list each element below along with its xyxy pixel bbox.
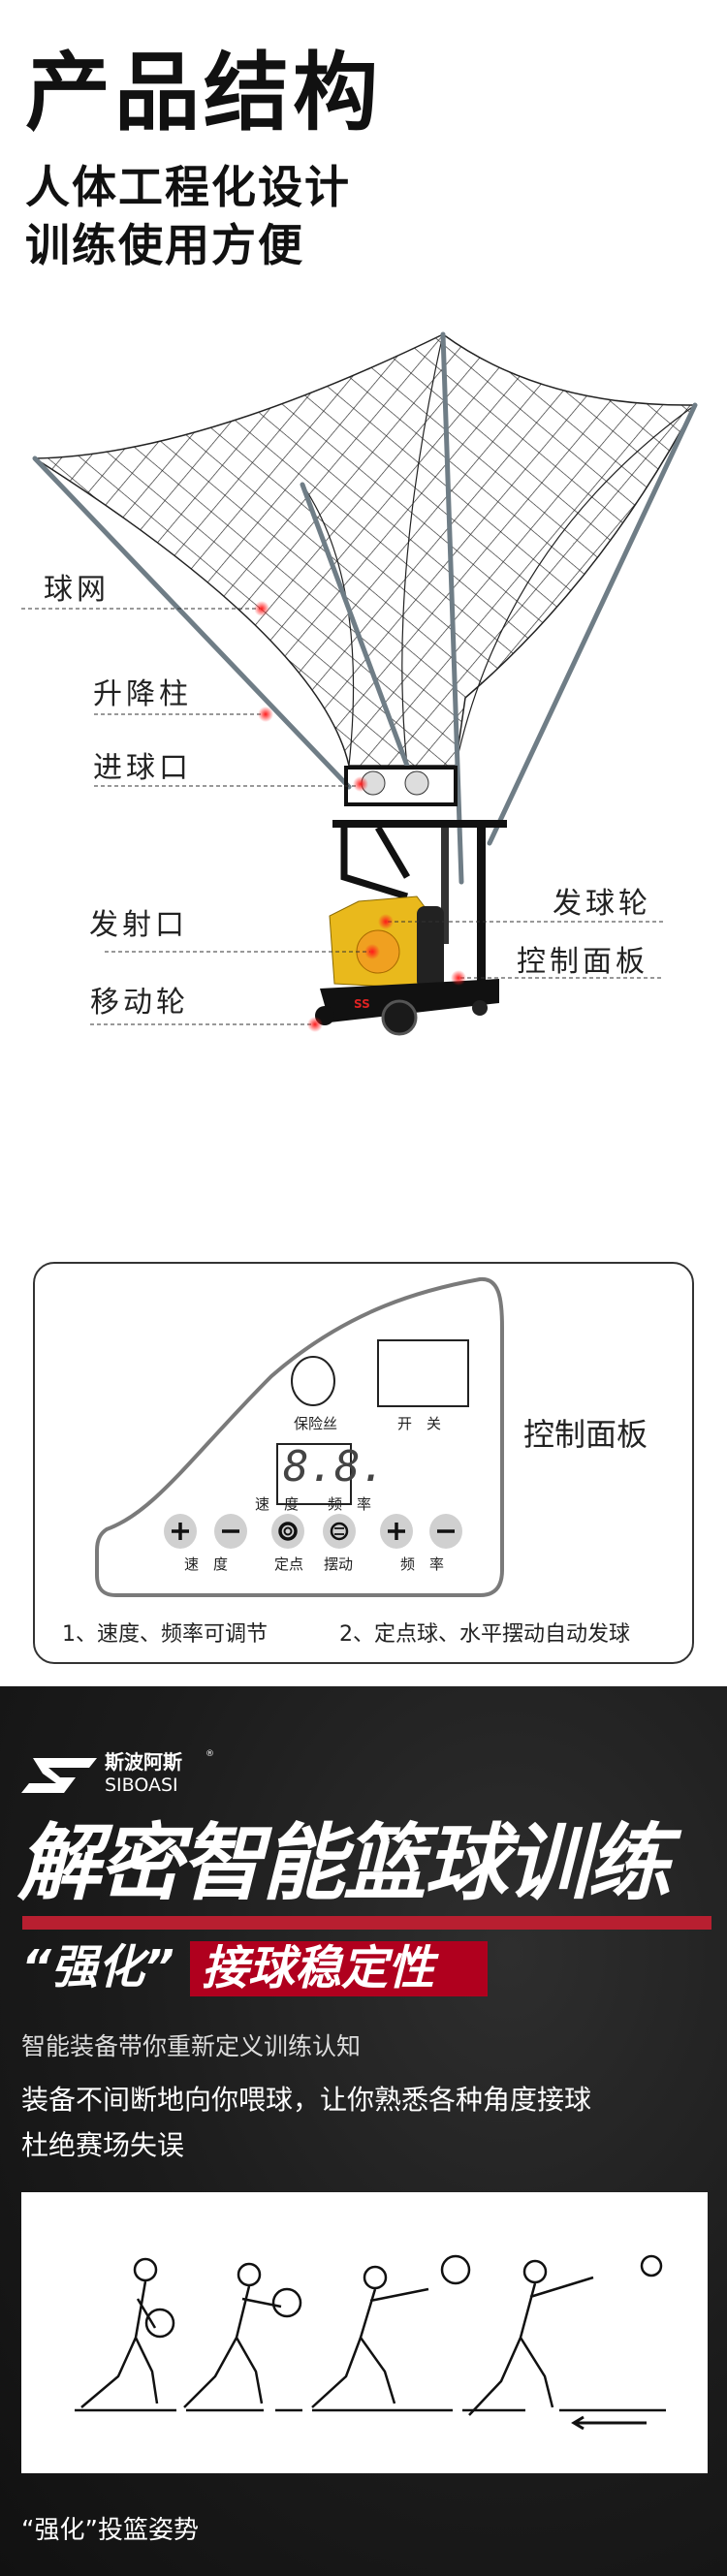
target-icon: [278, 1522, 298, 1541]
button-label-fixed: 定点: [274, 1555, 304, 1573]
control-panel-diagram: [33, 1262, 694, 1664]
swing-icon: [330, 1522, 349, 1541]
control-panel-shape: [95, 1276, 504, 1597]
promo-line-2: 装备不间断地向你喂球，让你熟悉各种角度接球: [21, 2084, 592, 2116]
player-figure-4: [468, 2259, 594, 2416]
machine-logo: SS: [354, 997, 370, 1011]
label-lift-pole: 升降柱: [93, 677, 192, 711]
catching-illustration: [21, 2192, 708, 2473]
feature-note-1: 1、速度、频率可调节: [62, 1622, 268, 1647]
promo-highlight: 接球稳定性: [190, 1941, 488, 1996]
promo-line-1: 智能装备带你重新定义训练认知: [21, 2032, 362, 2060]
promo-line-3: 杜绝赛场失误: [21, 2129, 185, 2161]
switch-label: 开 关: [397, 1415, 442, 1432]
leader-lines: [21, 608, 666, 1025]
plus-icon: [388, 1523, 405, 1540]
registered-mark: ®: [205, 1749, 214, 1759]
label-ball-inlet: 进球口: [93, 751, 192, 785]
plus-icon: [172, 1523, 189, 1540]
promo-quote: “强化”: [21, 1940, 174, 1995]
subtitle-line-2: 训练使用方便: [25, 219, 304, 271]
red-marker-dots: [254, 601, 466, 1032]
panel-buttons: [164, 1514, 462, 1549]
promo-headline: 解密智能篮球训练: [17, 1815, 671, 1912]
page-title: 产品结构: [25, 43, 383, 142]
ball-machine-image: SS: [21, 331, 698, 1036]
button-label-speed: 速 度: [184, 1555, 229, 1573]
display-label-speed: 速 度: [255, 1495, 300, 1513]
control-panel-title: 控制面板: [523, 1416, 648, 1453]
label-control-panel: 控制面板: [517, 945, 648, 979]
label-net: 球网: [44, 573, 110, 607]
label-serve-wheel: 发球轮: [553, 887, 651, 921]
fuse-label: 保险丝: [294, 1415, 338, 1432]
label-launch-port: 发射口: [89, 908, 188, 942]
feature-note-2: 2、定点球、水平摆动自动发球: [339, 1622, 630, 1647]
display-label-frequency: 频 率: [328, 1495, 372, 1513]
player-figure-2: [183, 2262, 302, 2408]
button-label-frequency: 频 率: [400, 1555, 445, 1573]
subtitle-line-1: 人体工程化设计: [25, 161, 351, 213]
red-divider: [22, 1916, 711, 1930]
lift-poles: [32, 331, 698, 885]
label-moving-wheel: 移动轮: [90, 986, 189, 1020]
brand-name-en: SIBOASI: [105, 1775, 178, 1796]
brand-name-cn: 斯波阿斯: [105, 1750, 182, 1774]
segment-display: 8.8.: [283, 1442, 386, 1492]
player-figure-3: [311, 2254, 471, 2408]
net-shape: [32, 333, 697, 767]
illustration-caption: “强化”投篮姿势: [21, 2516, 199, 2545]
player-figure-1: [80, 2257, 175, 2408]
siboasi-logo-icon: [21, 1758, 97, 1793]
button-label-swing: 摆动: [324, 1555, 354, 1573]
machine-frame: SS: [315, 766, 507, 1036]
